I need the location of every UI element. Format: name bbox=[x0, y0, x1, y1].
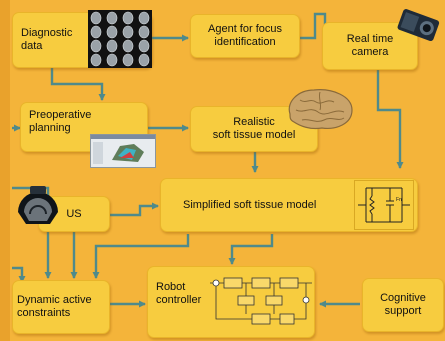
diagnostic-data-label: Diagnostic data bbox=[21, 27, 73, 52]
edge-us-to-simplified bbox=[110, 202, 159, 217]
real-time-camera-label: Real time camera bbox=[346, 33, 394, 58]
dynamic-constraints-node: Dynamic active constraints bbox=[12, 280, 110, 334]
cognitive-support-node: Cognitive support bbox=[362, 278, 444, 332]
preoperative-planning-label: Preoperative planning bbox=[29, 109, 92, 134]
us-label: US bbox=[66, 207, 82, 220]
dynamic-constraints-label: Dynamic active constraints bbox=[17, 294, 92, 319]
edge-simplified-to-robot bbox=[228, 234, 274, 265]
svg-text:Fn: Fn bbox=[396, 197, 402, 203]
real-time-camera-node: Real time camera bbox=[322, 22, 418, 70]
agent-focus-node: Agent for focus identification bbox=[190, 14, 300, 58]
block-diagram-icon bbox=[210, 277, 312, 325]
realistic-model-label: Realistic soft tissue model bbox=[212, 116, 296, 141]
edge-diagnostic-to-planning bbox=[50, 66, 106, 101]
cognitive-support-label: Cognitive support bbox=[380, 292, 426, 317]
edge-camera-down bbox=[376, 68, 404, 169]
brain-icon bbox=[288, 89, 353, 130]
edge-left-feed bbox=[12, 186, 52, 279]
agent-focus-label: Agent for focus identification bbox=[208, 23, 282, 48]
circuit-diagram-icon: Fn bbox=[354, 180, 414, 230]
robot-controller-label: Robot controller bbox=[156, 281, 202, 306]
simplified-model-label: Simplified soft tissue model bbox=[183, 198, 317, 211]
planning-screenshot-icon bbox=[90, 134, 156, 168]
edge-left-to-dynamic bbox=[12, 266, 26, 283]
realistic-model-node: Realistic soft tissue model bbox=[190, 106, 318, 152]
mri-scan-grid-icon bbox=[88, 10, 152, 68]
ultrasound-probe-icon bbox=[18, 186, 58, 224]
camera-icon bbox=[397, 9, 440, 42]
edge-simplified-to-dynamic bbox=[92, 234, 190, 279]
